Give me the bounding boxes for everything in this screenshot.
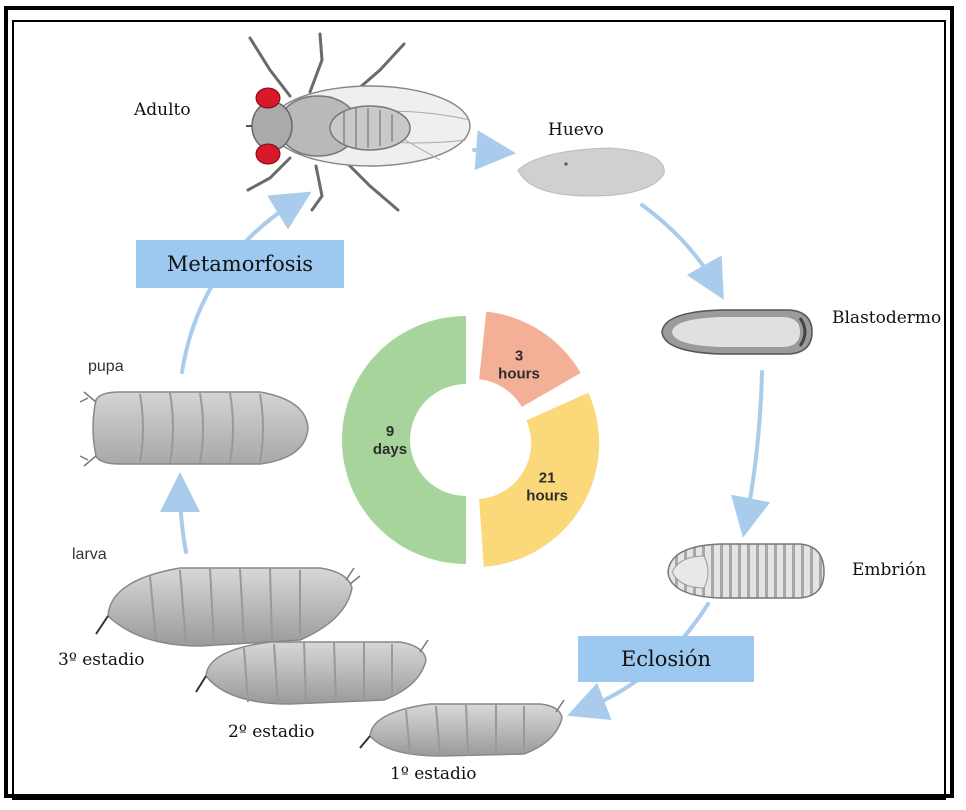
ring-segment-9-days [342,316,466,564]
arrow-larva-pupa [180,488,186,552]
metamorfosis-box: Metamorfosis [136,240,344,288]
larva-3-illustration [96,568,360,646]
ring-segment-3-hours-value: 3 [515,348,523,365]
egg-illustration [518,148,664,196]
label-pupa: pupa [88,358,124,376]
label-2-estadio: 2º estadio [228,722,315,742]
arrow-blastodermo-embrion [746,372,762,522]
embryo-illustration [668,544,824,598]
ring-segment-3-hours [479,312,581,407]
arrow-adulto-huevo [474,150,500,152]
eclosion-box: Eclosión [578,636,754,682]
label-larva: larva [72,546,107,564]
label-huevo: Huevo [548,120,604,140]
label-3-estadio: 3º estadio [58,650,145,670]
ring-segment-21-hours-unit: hours [526,487,568,504]
arrow-huevo-blastodermo [642,205,716,286]
label-1-estadio: 1º estadio [390,764,477,784]
fly-illustration [246,34,470,210]
label-adulto: Adulto [134,100,191,120]
blastoderm-illustration [662,310,812,354]
ring-segment-9-days-value: 9 [386,423,394,440]
pupa-illustration [80,392,308,466]
ring-segment-3-hours-unit: hours [498,366,540,383]
metamorfosis-label: Metamorfosis [167,252,313,276]
larva-1-illustration [360,700,564,756]
label-embrion: Embrión [852,560,926,580]
eclosion-label: Eclosión [621,647,711,671]
larva-2-illustration [196,640,428,704]
label-blastodermo: Blastodermo [832,308,941,328]
ring-segment-21-hours-value: 21 [539,469,556,486]
ring-segment-9-days-unit: days [373,441,407,458]
